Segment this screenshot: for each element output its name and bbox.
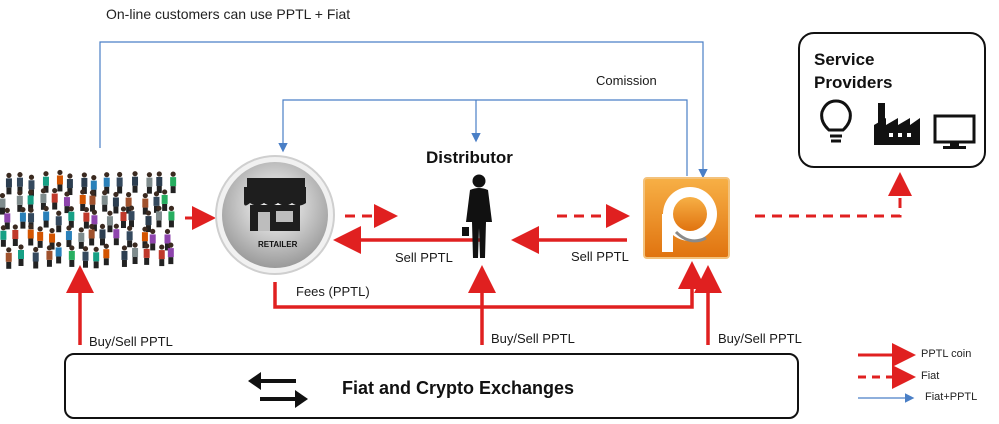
legend-swatches <box>858 343 916 403</box>
legend-pptl-label: PPTL coin <box>921 348 972 360</box>
service-providers-box <box>798 32 986 168</box>
factory-icon <box>874 103 920 145</box>
commission-flow <box>278 99 688 176</box>
fiat-pptl-flows <box>99 41 708 179</box>
exchanges-title: Fiat and Crypto Exchanges <box>342 378 575 398</box>
businessman-icon <box>462 174 492 258</box>
sell-pptl-label-right: Sell PPTL <box>571 249 629 264</box>
legend-fiat-label: Fiat <box>921 370 940 382</box>
buy-sell-distributor-label: Buy/Sell PPTL <box>491 331 575 346</box>
service-providers-line1: Service <box>814 50 875 69</box>
store-icon <box>215 155 335 275</box>
sell-pptl-label-left: Sell PPTL <box>395 250 453 265</box>
people-crowd-icon <box>0 169 177 269</box>
pptl-to-services-fiat <box>755 172 912 218</box>
service-providers-title: Service Providers <box>814 48 892 94</box>
fiat-flows <box>185 172 912 230</box>
online-customers-flow <box>99 41 708 179</box>
lightbulb-icon <box>820 99 852 143</box>
exchanges-box <box>64 353 799 419</box>
buy-sell-pptl-label: Buy/Sell PPTL <box>718 331 802 346</box>
monitor-icon <box>933 114 976 149</box>
service-providers-line2: Providers <box>814 73 893 92</box>
fees-label: Fees (PPTL) <box>296 284 370 299</box>
buy-sell-customers-label: Buy/Sell PPTL <box>89 334 173 349</box>
retailer-badge: RETAILER <box>258 240 298 249</box>
legend-fiat-pptl-label: Fiat+PPTL <box>925 391 978 403</box>
commission-label: Comission <box>596 73 657 88</box>
exchange-arrows-icon <box>248 372 308 408</box>
pptl-flows <box>66 226 722 345</box>
distributor-title: Distributor <box>426 148 513 167</box>
online-customers-note: On-line customers can use PPTL + Fiat <box>106 6 351 22</box>
pptl-logo-icon <box>643 177 730 259</box>
